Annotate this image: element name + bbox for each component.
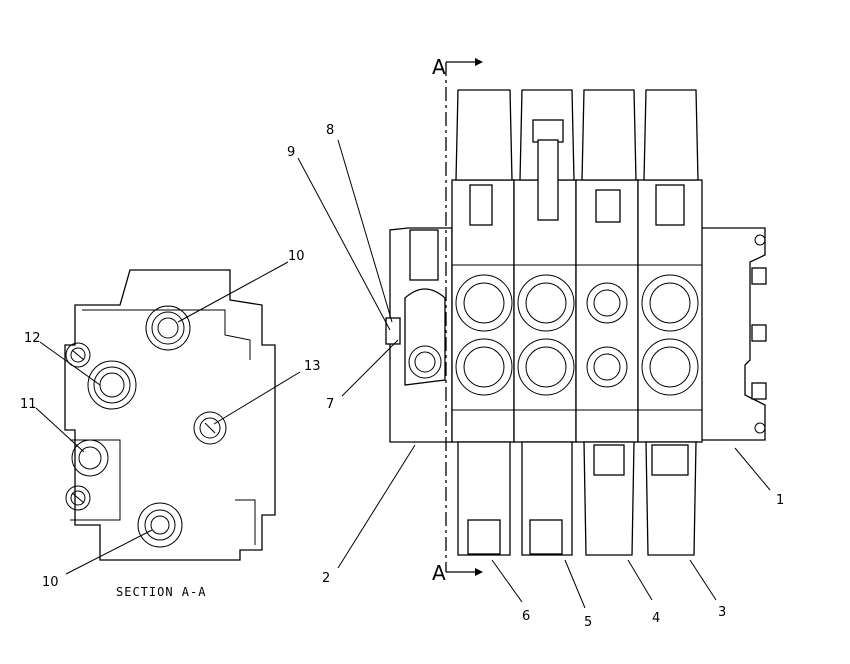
callout-10-top: 10 (288, 249, 305, 264)
callout-6: 6 (522, 609, 530, 624)
section-marker-top: A (432, 55, 446, 79)
callout-8: 8 (326, 123, 334, 138)
section-marker-bottom: A (432, 561, 446, 585)
callout-1: 1 (776, 493, 784, 508)
callout-11: 11 (20, 397, 37, 412)
valve-assembly-front-view (385, 58, 767, 576)
callout-3: 3 (718, 605, 726, 620)
callout-5: 5 (584, 615, 592, 630)
callout-2: 2 (322, 571, 330, 586)
callout-9: 9 (287, 145, 295, 160)
section-caption: SECTION A-A (116, 585, 206, 599)
leader-lines (35, 139, 771, 609)
valve-sections (451, 89, 703, 556)
callouts: 1 2 3 4 5 6 7 8 9 10 10 11 12 13 A A SEC… (20, 55, 784, 630)
callout-12: 12 (24, 331, 41, 346)
section-view (64, 269, 276, 561)
callout-7: 7 (326, 397, 334, 412)
callout-4: 4 (652, 611, 660, 626)
callout-13: 13 (304, 359, 321, 374)
callout-10-bottom: 10 (42, 575, 59, 590)
